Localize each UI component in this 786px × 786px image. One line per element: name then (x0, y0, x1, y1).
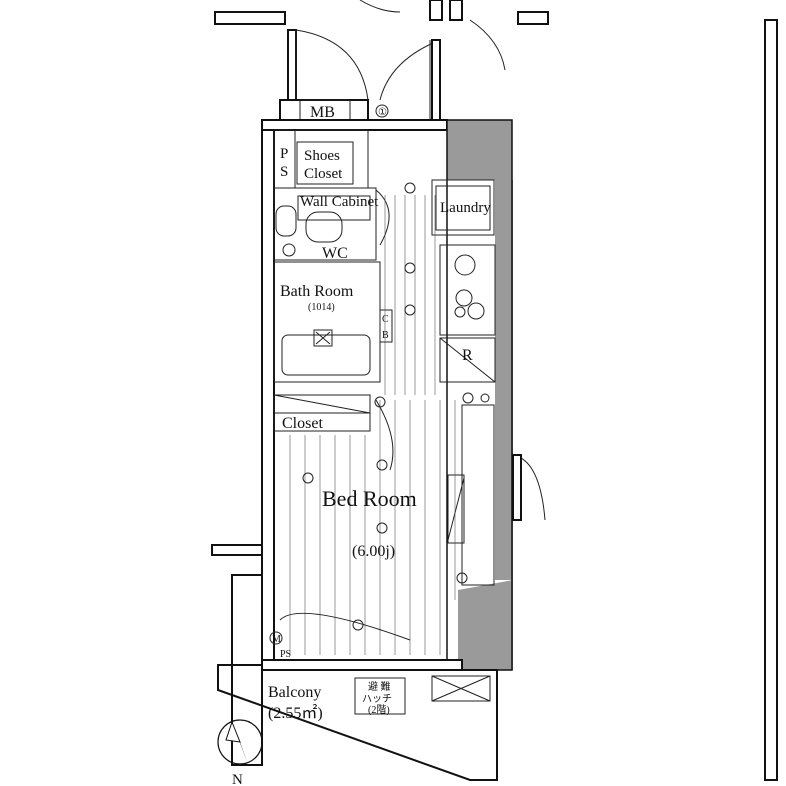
mb-box: MB ① (279, 99, 389, 123)
hatch-label-1: 避 難 (368, 680, 391, 693)
flooring-pattern (289, 195, 456, 655)
bath-room-label: Bath Room (280, 283, 354, 300)
interior-walls (273, 129, 496, 586)
compass-icon: N (217, 719, 263, 786)
entrance-doors (287, 29, 441, 131)
cb-label-2: B (382, 330, 389, 341)
ps-top-label-2: S (280, 164, 288, 180)
wc-label: WC (322, 245, 348, 262)
hatch-label-3: (2階) (368, 704, 390, 716)
ps-bottom-label: PS (280, 649, 291, 660)
north-label: N (232, 772, 243, 786)
hatch-label-2: ハッチ (362, 693, 392, 705)
fixtures (269, 182, 490, 645)
mb-label: MB (310, 104, 335, 121)
wall-cabinet-label: Wall Cabinet (300, 194, 379, 210)
meter-mark-label: M (272, 634, 281, 645)
bed-size-label: (6.00j) (352, 543, 395, 560)
neighbour-walls-top (214, 0, 549, 71)
laundry-label: Laundry (440, 200, 491, 216)
r-label: R (462, 347, 473, 364)
cb-label-1: C (382, 314, 389, 325)
ps-top-label-1: P (280, 146, 288, 162)
balcony-label: Balcony (268, 684, 321, 701)
door-number-mark: ① (378, 107, 387, 118)
balcony-area (217, 664, 498, 781)
shoes-closet-label-2: Closet (304, 166, 343, 182)
balcony-size-label: (2.55㎡) (268, 704, 323, 722)
shoes-closet-label-1: Shoes (304, 148, 340, 164)
room-labels: P S Shoes Closet Wall Cabinet WC Laundry… (268, 146, 491, 722)
closet-label: Closet (282, 415, 323, 432)
outer-walls (261, 119, 513, 671)
bath-size-label: (1014) (308, 302, 335, 313)
bed-room-label: Bed Room (322, 486, 417, 511)
